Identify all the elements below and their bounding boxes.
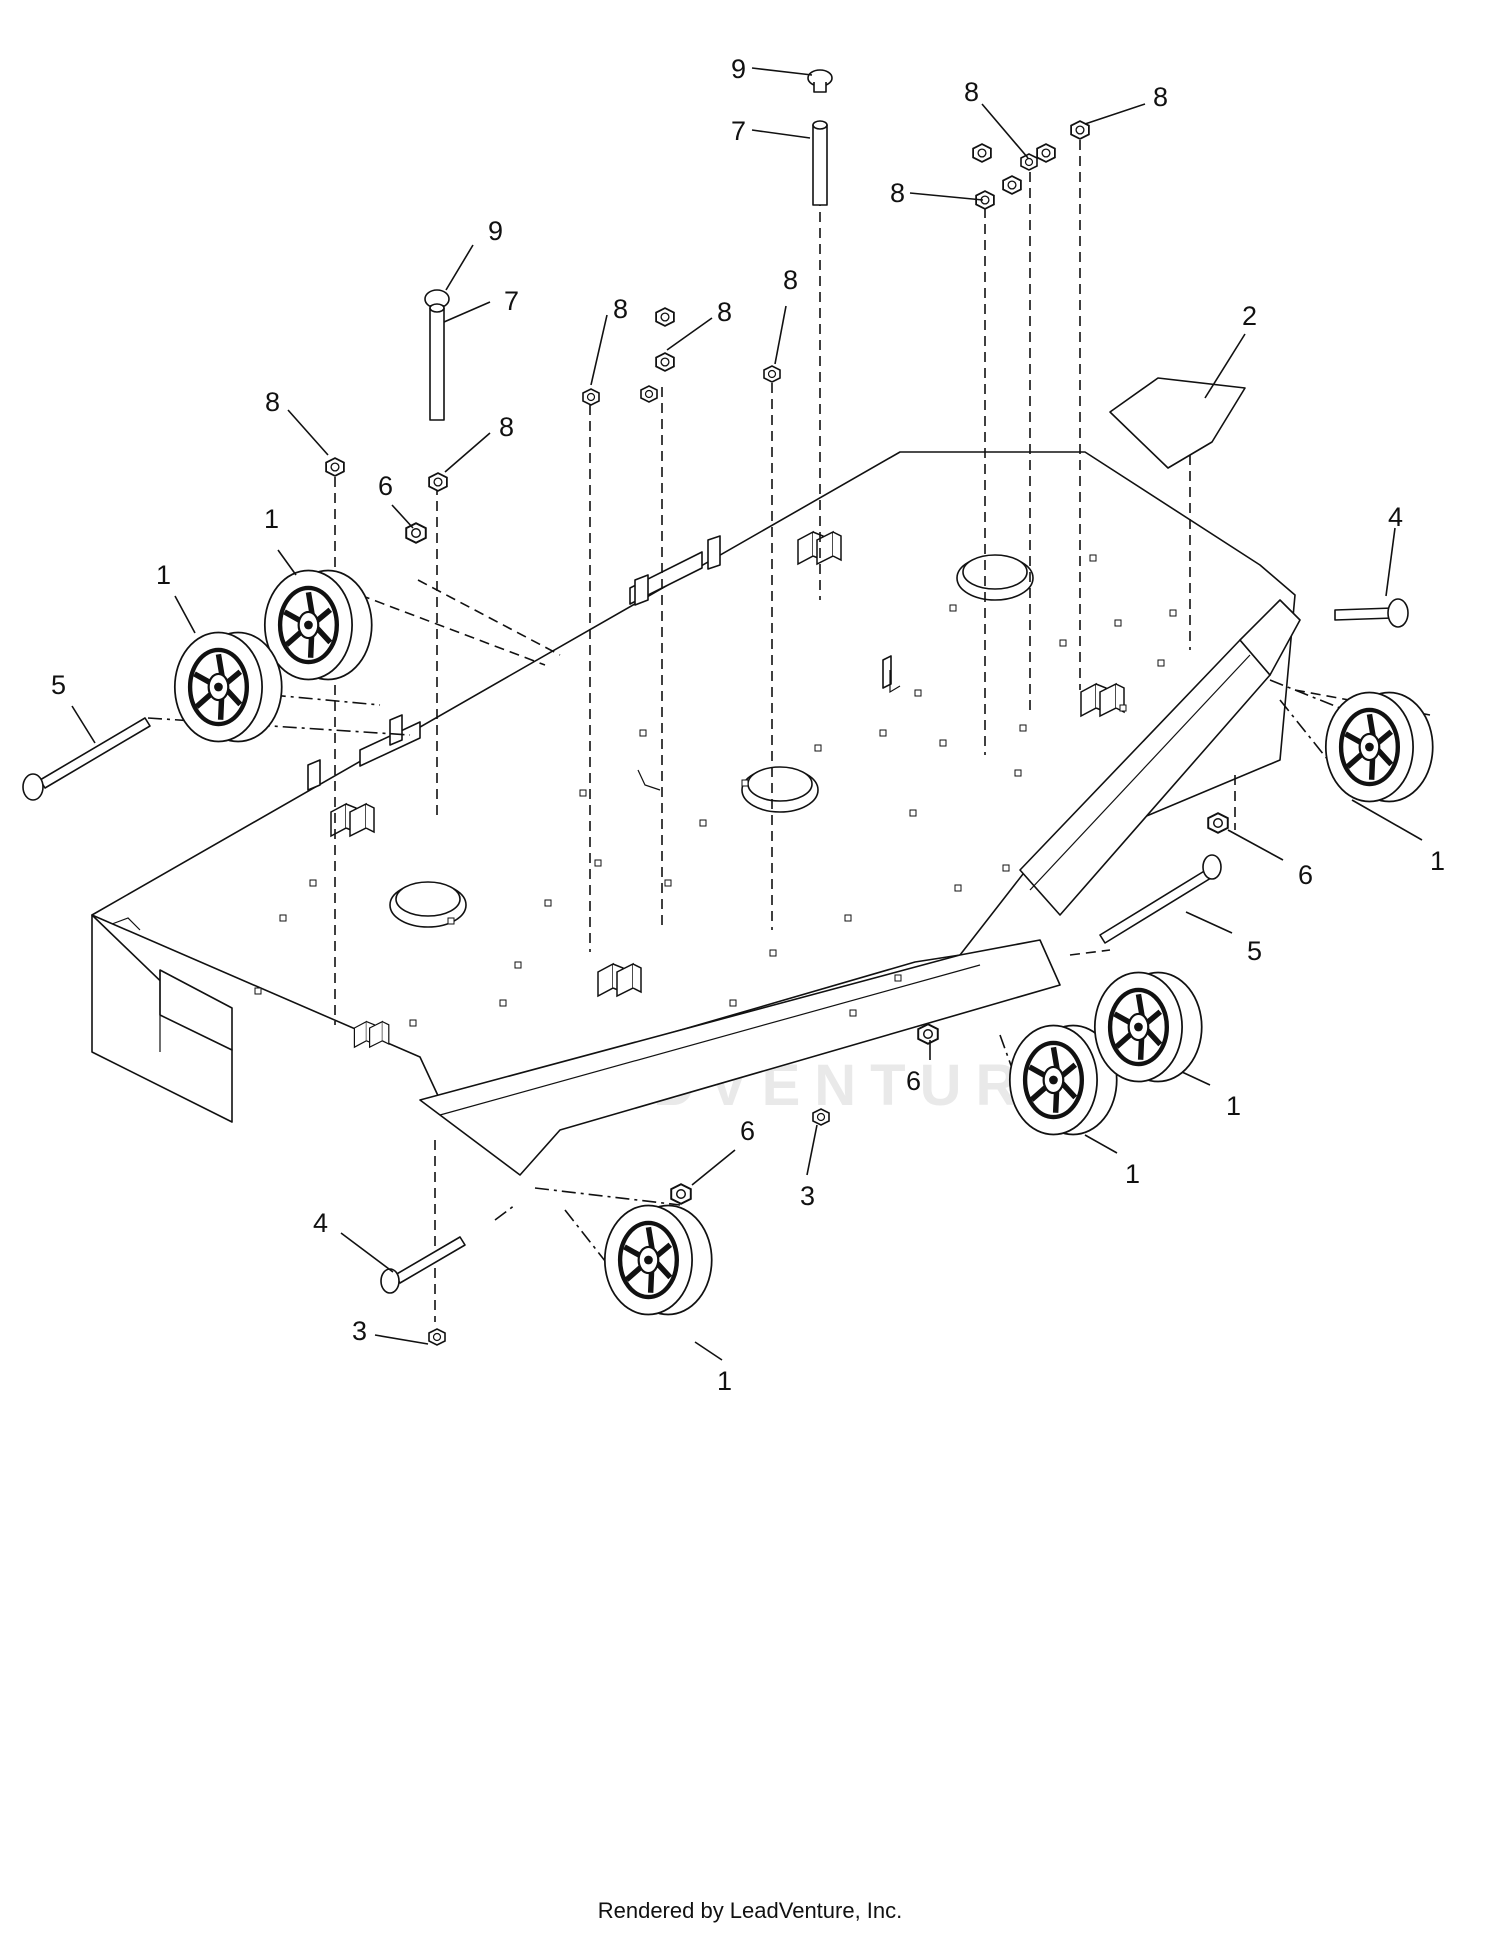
callout-5-b: 5 [1247,936,1262,966]
callout-4-a: 4 [1388,502,1403,532]
callout-9-top: 9 [731,54,746,84]
leader-lines [71,67,1423,1361]
callouts: 9 7 9 7 8 8 8 8 8 8 8 8 2 6 1 1 5 4 1 6 … [51,54,1445,1396]
mower-deck [91,451,1301,1176]
callout-8-a: 8 [265,387,280,417]
callout-8-g: 8 [964,77,979,107]
callout-6-a: 6 [378,471,393,501]
callout-6-c: 6 [906,1066,921,1096]
callout-7-left: 7 [504,286,519,316]
callout-6-b: 6 [1298,860,1313,890]
spacer-assembly-center [807,69,833,206]
axle-bolts [22,598,1409,1294]
callout-1-a: 1 [264,504,279,534]
callout-4-b: 4 [313,1208,328,1238]
callout-2: 2 [1242,301,1257,331]
callout-3-a: 3 [800,1181,815,1211]
decal-plate [1109,377,1246,469]
callout-1-b: 1 [156,560,171,590]
callout-1-f: 1 [717,1366,732,1396]
render-credit: Rendered by LeadVenture, Inc. [597,1898,903,1923]
callout-1-d: 1 [1226,1091,1241,1121]
spacer-assembly-left [424,289,450,421]
callout-1-e: 1 [1125,1159,1140,1189]
callout-3-b: 3 [352,1316,367,1346]
callout-8-b: 8 [499,412,514,442]
callout-8-e: 8 [783,265,798,295]
callout-6-d: 6 [740,1116,755,1146]
callout-8-d: 8 [717,297,732,327]
callout-8-f: 8 [890,178,905,208]
callout-8-h: 8 [1153,82,1168,112]
callout-5-a: 5 [51,670,66,700]
callout-7-top: 7 [731,116,746,146]
callout-1-c: 1 [1430,846,1445,876]
callout-9-left: 9 [488,216,503,246]
callout-8-c: 8 [613,294,628,324]
